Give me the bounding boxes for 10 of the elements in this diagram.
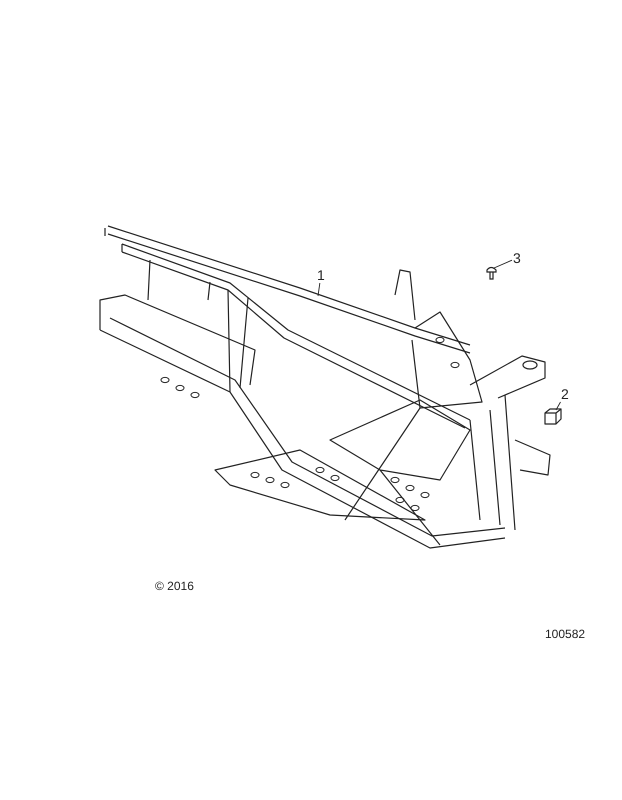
leader-line xyxy=(556,402,561,410)
callout-number: 1 xyxy=(317,268,325,282)
drawing-number: 100582 xyxy=(545,628,586,640)
leader-line xyxy=(494,260,512,268)
leader-line xyxy=(318,282,320,296)
copyright-notice: © 2016 xyxy=(155,580,194,592)
callout-number: 3 xyxy=(513,251,521,265)
vehicle-frame-drawing xyxy=(99,225,551,549)
block-drawing xyxy=(544,408,562,425)
callout-number: 2 xyxy=(561,387,569,401)
